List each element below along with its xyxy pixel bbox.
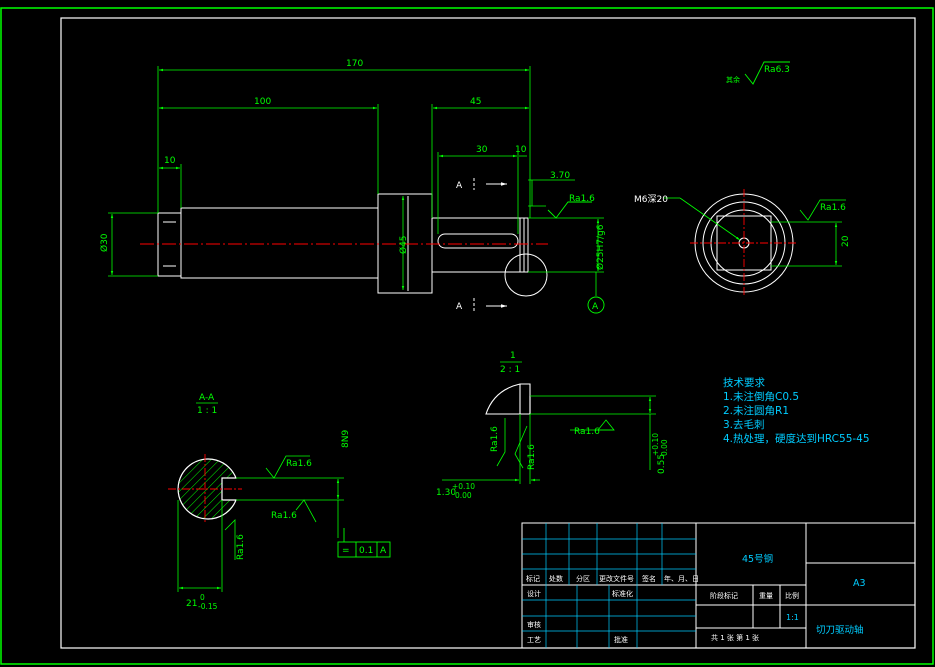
dim-shoulder-length: 100 [254,97,271,107]
tb-header-change: 更改文件号 [599,574,634,583]
outer-border [0,7,934,665]
detail-scale: 2 : 1 [500,365,520,375]
dim-end-offset: 10 [164,156,176,166]
dim-detail-width-tol-lower: 0.00 [455,491,472,500]
dim-chamfer-length: 10 [515,145,527,155]
end-view-dims [664,197,846,267]
keyway [437,233,519,249]
general-roughness-prefix: 其余 [726,75,740,84]
section-label-bottom: A [456,302,463,312]
dim-detail-width: 1.30 [436,488,456,498]
dim-section-width: 21 [186,599,197,609]
dim-total-length: 170 [346,59,363,69]
dim-key-tol: 8N9 [341,430,351,448]
title-block-grid-left [522,523,696,648]
roughness-section-key: Ra1.6 [271,511,297,521]
dim-end-flat: 20 [841,235,851,247]
detail-view [485,383,531,415]
dim-dia-fit: Ø25H7/g6 [595,224,606,270]
roughness-detail-side1: Ra1.6 [490,426,500,452]
main-dimensions [108,66,604,296]
shaft-main-view [157,193,548,297]
dim-section-tol-upper: 0 [200,593,205,602]
section-title: A-A [199,393,215,403]
tech-req-item-1: 1.未注倒角C0.5 [723,390,799,403]
tb-stage-mark: 阶段标记 [710,591,738,600]
section-arrows [473,178,507,312]
datum-circle [587,296,605,314]
dim-detail-depth-tol-upper: +0.10 [651,433,660,456]
tech-req-title: 技术要求 [723,376,765,389]
tech-req-item-4: 4.热处理，硬度达到HRC55-45 [723,432,870,445]
dim-section-tol-lower: -0.15 [198,602,218,611]
dim-dia-collar: Ø45 [398,235,409,254]
section-scale: 1 : 1 [197,406,217,416]
shaft-body [180,207,379,279]
tb-standardization: 标准化 [612,589,633,598]
dim-key-end-length: 45 [470,97,481,107]
tb-material: 45号钢 [742,553,773,565]
section-dims [177,455,344,592]
tb-approve: 批准 [614,635,628,644]
roughness-fit-symbol [547,201,592,219]
tb-header-zone: 分区 [576,574,590,583]
dim-detail-depth-tol-lower: 0.00 [660,439,669,456]
end-view-centerlines [690,189,798,297]
general-roughness-symbol [744,61,790,85]
tb-weight: 重量 [759,592,773,600]
section-label-top: A [456,181,463,191]
dim-groove-depth: 3.70 [550,171,570,181]
tb-header-sign: 签名 [642,574,656,583]
center-hole-label: M6深20 [634,194,668,205]
roughness-detail-side2: Ra1.6 [527,444,537,470]
dim-detail-width-tol-upper: +0.10 [452,482,475,491]
tb-review: 审核 [527,620,541,629]
dim-key-length: 30 [476,145,488,155]
tb-scale-value: 1:1 [786,613,799,622]
roughness-end-face: Ra1.6 [820,203,846,213]
tb-process: 工艺 [527,636,541,644]
tech-req-item-2: 2.未注圆角R1 [723,404,789,417]
inner-border [60,17,916,649]
tb-design: 设计 [527,589,541,598]
section-centerlines [168,454,242,524]
tb-header-mark: 标记 [526,574,540,583]
detail-dims [442,395,656,484]
tolerance-symbol: = [342,546,350,556]
roughness-section-side: Ra1.6 [236,534,246,560]
tb-sheet-info: 共 1 张 第 1 张 [711,633,759,642]
tb-part-name: 切刀驱动轴 [816,624,864,636]
dim-detail-depth: 0.55 [657,454,667,474]
roughness-section-top: Ra1.6 [286,459,312,469]
detail-num: 1 [510,351,516,361]
tb-sheet-size: A3 [853,578,866,589]
tb-scale: 比例 [785,591,799,600]
roughness-fit: Ra1.6 [569,194,595,204]
roughness-detail-bottom: Ra1.6 [574,427,600,437]
detail-circle-1 [504,253,548,297]
general-roughness: Ra6.3 [764,65,790,75]
tolerance-value: 0.1 [359,546,373,556]
tb-header-count: 处数 [549,574,563,583]
shaft-right-end [431,217,529,273]
tolerance-datum: A [380,546,387,556]
tb-header-date: 年、月、日 [664,574,699,583]
datum-label: A [592,302,599,312]
tolerance-frame [337,528,391,558]
dim-dia-left: Ø30 [99,233,110,252]
tech-req-item-3: 3.去毛刺 [723,419,765,431]
